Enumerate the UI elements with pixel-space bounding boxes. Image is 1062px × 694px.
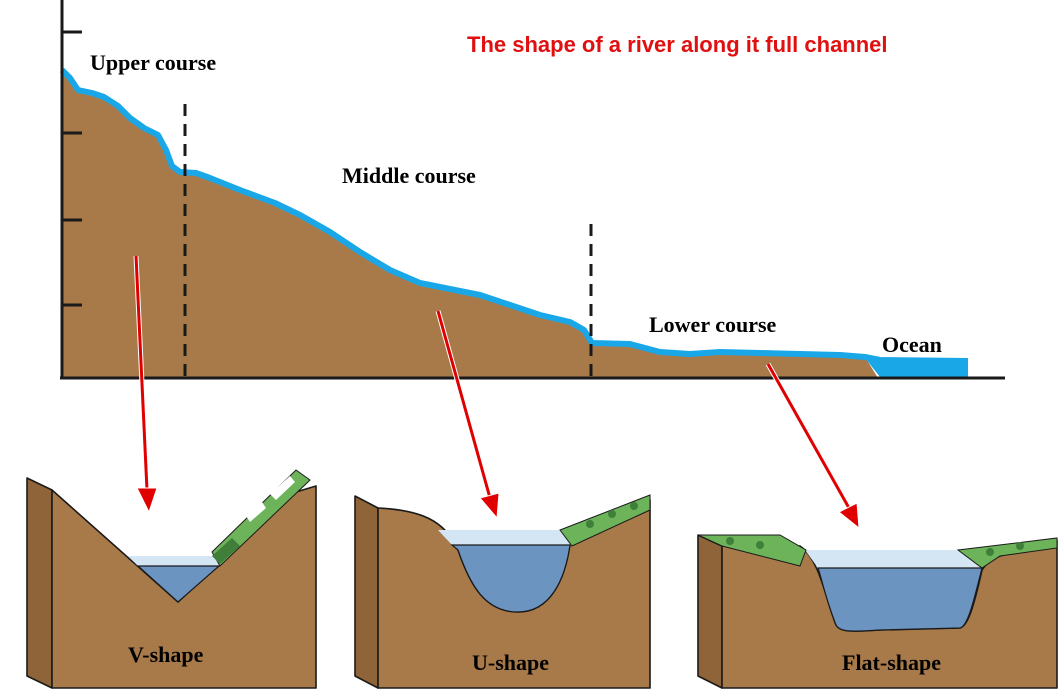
middle-course-label: Middle course <box>342 163 476 188</box>
u-shape-cross-section: U-shape <box>354 494 651 689</box>
u-shape-label: U-shape <box>472 650 549 675</box>
long-profile: Upper course Middle course Lower course … <box>59 0 1005 380</box>
arrow-middle <box>435 310 500 520</box>
v-shape-label: V-shape <box>128 642 204 667</box>
page-title: The shape of a river along it full chann… <box>467 32 888 57</box>
river-line <box>59 67 969 364</box>
arrow-lower <box>765 362 860 530</box>
lower-course-label: Lower course <box>649 312 777 337</box>
upper-course-label: Upper course <box>90 50 216 75</box>
flat-shape-label: Flat-shape <box>842 650 941 675</box>
arrow-upper <box>133 255 158 514</box>
v-shape-cross-section: V-shape <box>26 469 317 689</box>
flat-shape-cross-section: Flat-shape <box>697 534 1058 689</box>
land-profile <box>62 70 878 378</box>
arrows <box>133 255 860 530</box>
ocean-label: Ocean <box>882 332 942 357</box>
